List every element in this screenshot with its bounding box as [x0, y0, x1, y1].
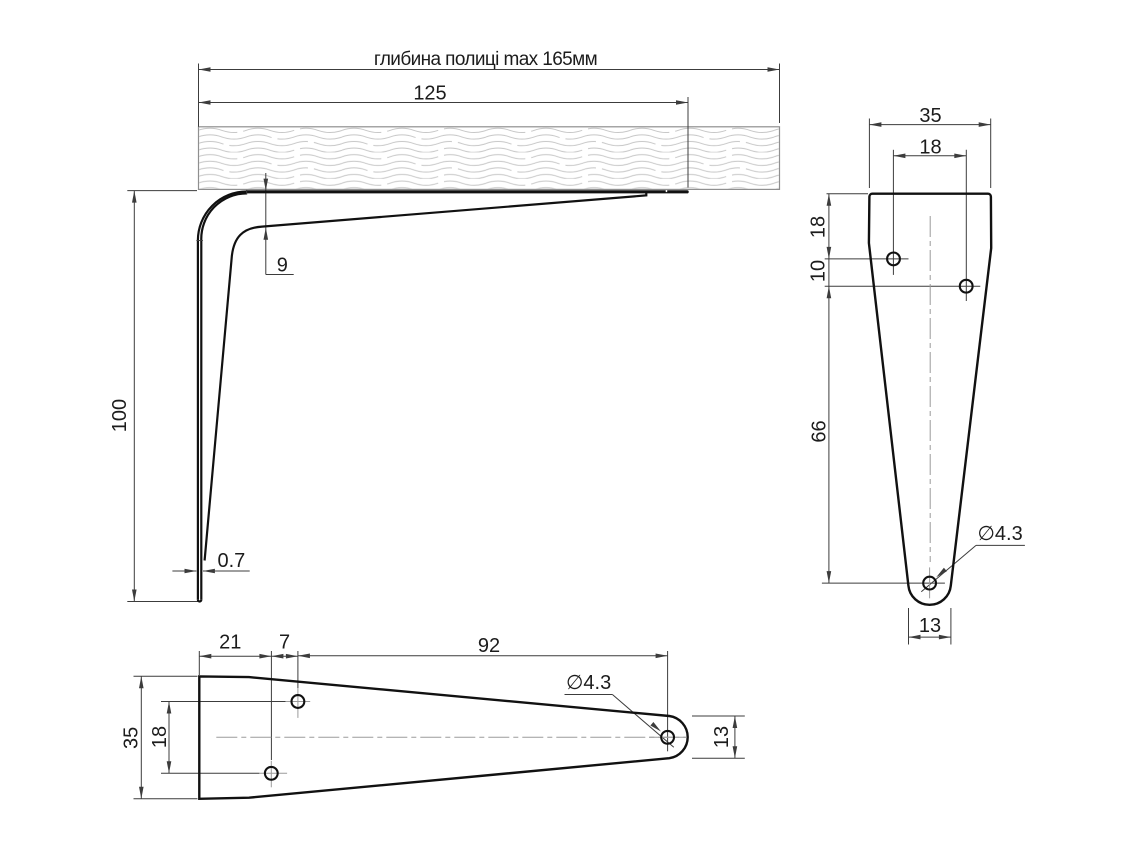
svg-text:9: 9 [277, 254, 288, 276]
svg-text:92: 92 [478, 635, 500, 657]
svg-text:10: 10 [808, 260, 830, 282]
svg-text:13: 13 [919, 615, 941, 637]
svg-text:100: 100 [109, 399, 131, 432]
svg-text:18: 18 [808, 216, 830, 238]
svg-text:глибина полиці max 165мм: глибина полиці max 165мм [374, 49, 597, 70]
svg-text:0.7: 0.7 [218, 550, 246, 572]
svg-text:66: 66 [809, 420, 831, 442]
svg-text:21: 21 [219, 631, 241, 653]
svg-text:18: 18 [919, 137, 941, 159]
svg-text:13: 13 [711, 726, 733, 748]
svg-text:125: 125 [413, 83, 446, 105]
svg-text:35: 35 [121, 727, 143, 749]
svg-text:∅4.3: ∅4.3 [978, 523, 1023, 545]
svg-text:35: 35 [919, 105, 941, 127]
svg-text:∅4.3: ∅4.3 [566, 672, 611, 694]
svg-text:7: 7 [279, 631, 290, 653]
svg-text:18: 18 [149, 726, 171, 748]
